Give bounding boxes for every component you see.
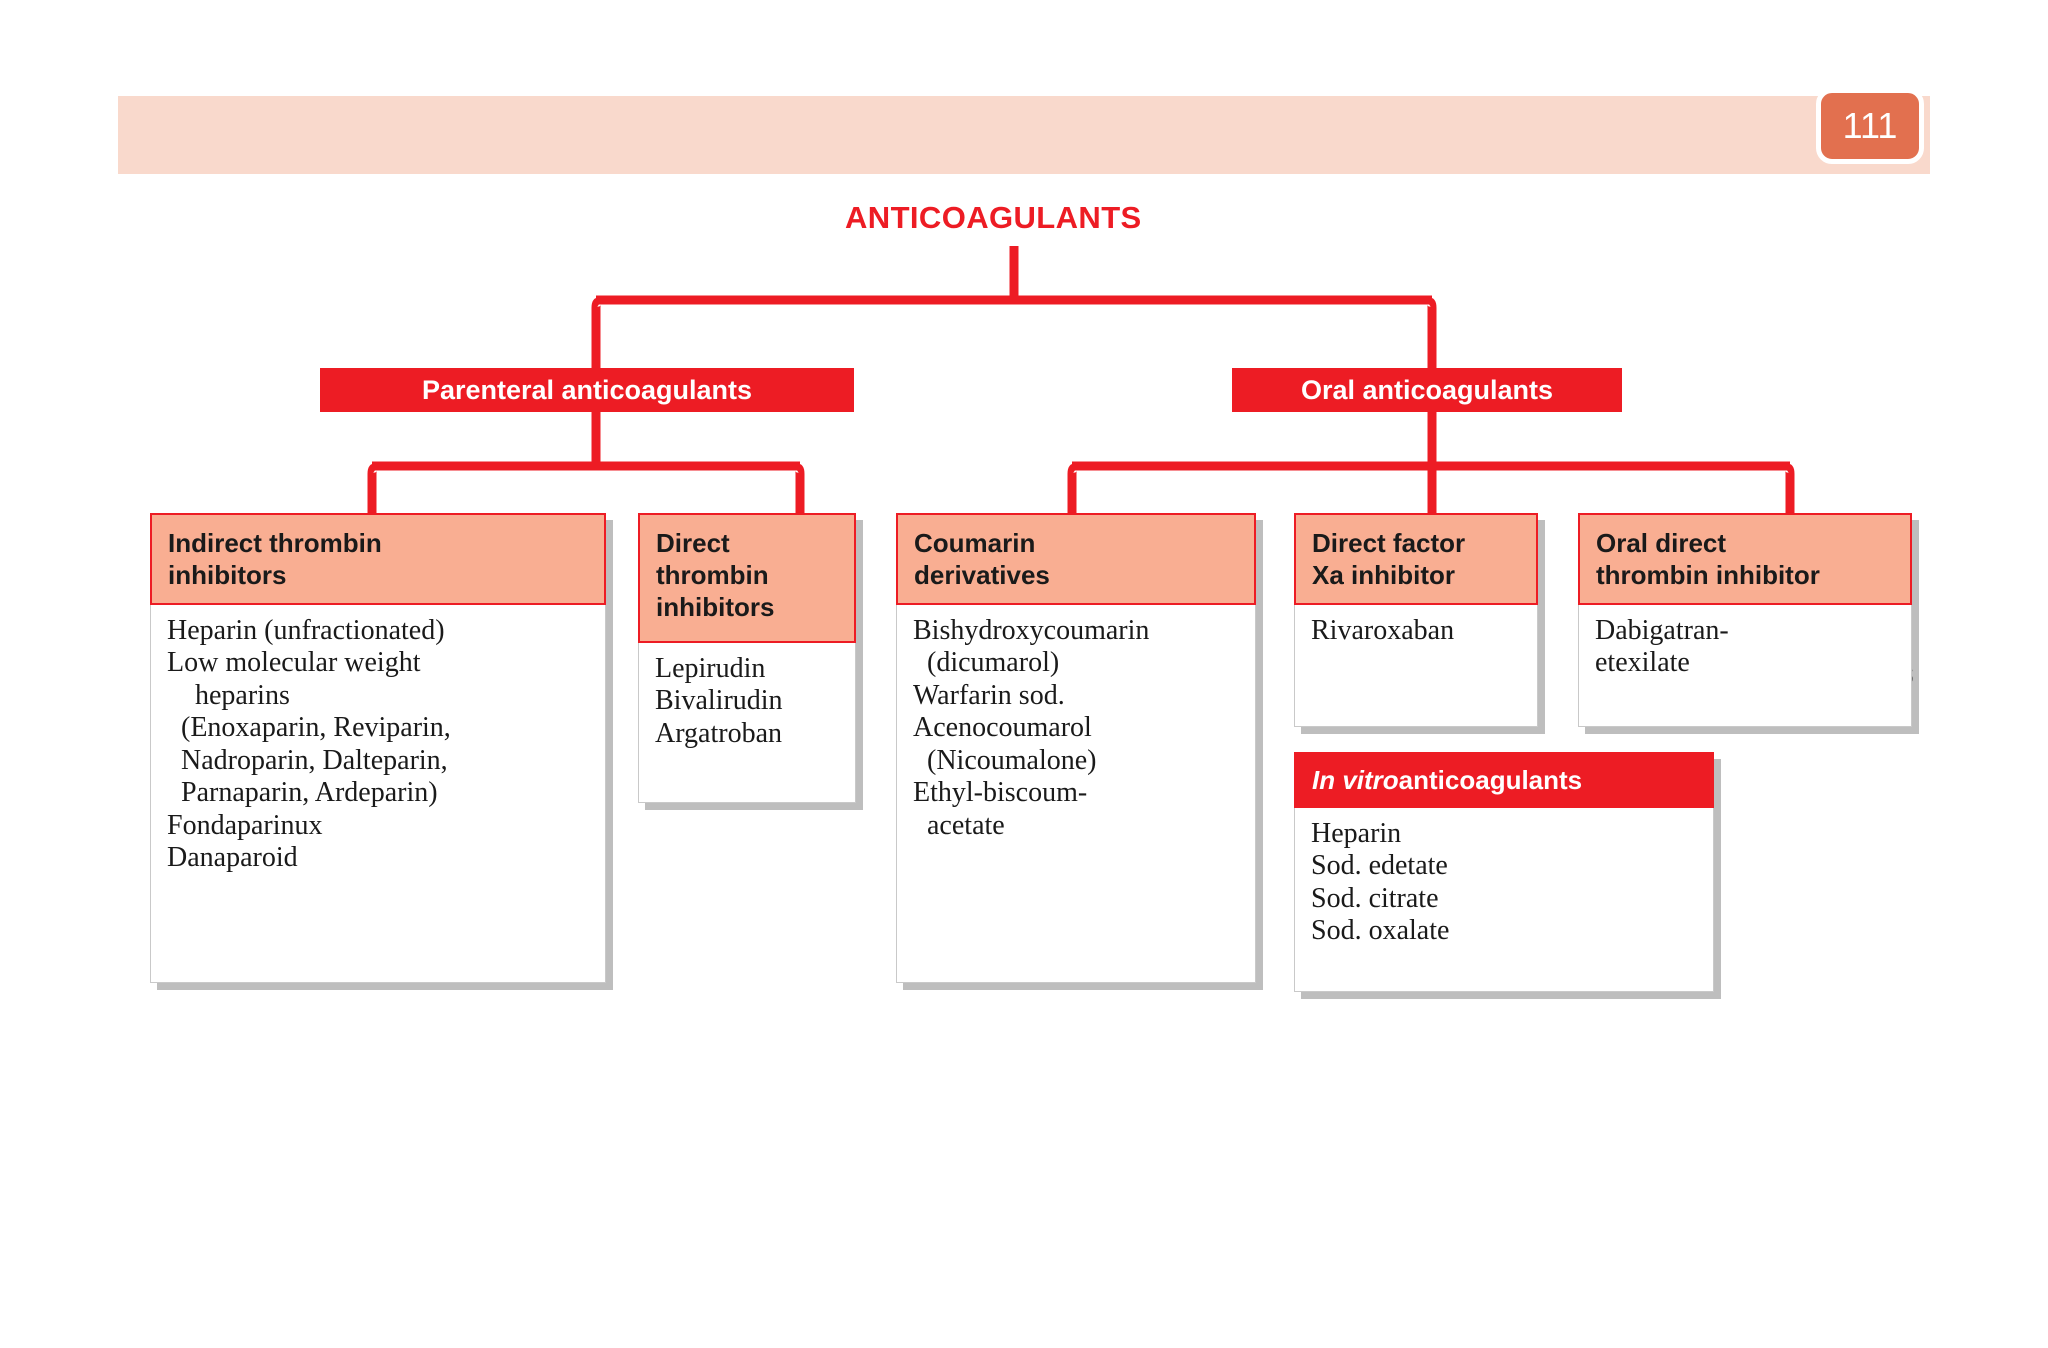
list-item: Bishydroxycoumarin	[913, 615, 1150, 646]
card-title-indirect-thrombin-inhibitors: Indirect thrombin inhibitors	[150, 513, 606, 605]
list-item: Heparin	[1311, 818, 1402, 849]
root-node-anticoagulants: ANTICOAGULANTS	[845, 200, 1142, 235]
card-title-in-vitro-anticoagulants: In vitro anticoagulants	[1294, 752, 1714, 808]
list-item: Parnaparin, Ardeparin)	[167, 777, 438, 809]
list-item: Danaparoid	[167, 842, 298, 874]
card-oral-direct-thrombin-inhibitor[interactable]: Oral direct thrombin inhibitor Dabigatra…	[1578, 513, 1912, 727]
branch-parenteral-anticoagulants[interactable]: Parenteral anticoagulants	[320, 368, 854, 412]
card-list-direct-thrombin-inhibitors: Lepirudin Bivalirudin Argatroban	[638, 643, 856, 803]
list-item: Lepirudin	[655, 653, 766, 684]
page-number-badge: 111	[1816, 88, 1924, 164]
list-item: Fondaparinux	[167, 809, 323, 841]
card-title-oral-direct-thrombin-inhibitor: Oral direct thrombin inhibitor	[1578, 513, 1912, 605]
list-item: Nadroparin, Dalteparin,	[167, 744, 448, 776]
list-item: Bivalirudin	[655, 685, 783, 717]
card-list-indirect-thrombin-inhibitors: Heparin (unfractionated) Low molecular w…	[150, 605, 606, 983]
list-item: Sod. citrate	[1311, 882, 1439, 914]
list-item: acetate	[913, 809, 1005, 841]
card-list-coumarin-derivatives: Bishydroxycoumarin (dicumarol) Warfarin …	[896, 605, 1256, 983]
in-vitro-italic-label: In vitro	[1312, 764, 1399, 795]
card-direct-thrombin-inhibitors[interactable]: Direct thrombin inhibitors Lepirudin Biv…	[638, 513, 856, 803]
list-item: Sod. oxalate	[1311, 915, 1450, 947]
list-item: (Enoxaparin, Reviparin,	[167, 712, 451, 744]
page-header-band	[118, 96, 1930, 174]
card-list-in-vitro-anticoagulants: Heparin Sod. edetate Sod. citrate Sod. o…	[1294, 808, 1714, 992]
list-item: Dabigatran-	[1595, 615, 1729, 646]
card-title-coumarin-derivatives: Coumarin derivatives	[896, 513, 1256, 605]
list-item: Heparin (unfractionated)	[167, 615, 445, 646]
list-item: Warfarin sod.	[913, 679, 1065, 711]
list-item: etexilate	[1595, 647, 1690, 679]
list-item: (dicumarol)	[913, 647, 1060, 679]
list-item: Ethyl-biscoum-	[913, 777, 1088, 809]
card-title-direct-factor-xa-inhibitor: Direct factor Xa inhibitor	[1294, 513, 1538, 605]
card-title-direct-thrombin-inhibitors: Direct thrombin inhibitors	[638, 513, 856, 643]
in-vitro-rest-label: anticoagulants	[1398, 764, 1583, 795]
list-item: Low molecular weight	[167, 647, 421, 679]
card-list-direct-factor-xa-inhibitor: Rivaroxaban	[1294, 605, 1538, 727]
list-item: (Nicoumalone)	[913, 744, 1097, 776]
card-indirect-thrombin-inhibitors[interactable]: Indirect thrombin inhibitors Heparin (un…	[150, 513, 606, 983]
list-item: Acenocoumarol	[913, 712, 1092, 744]
card-direct-factor-xa-inhibitor[interactable]: Direct factor Xa inhibitor Rivaroxaban	[1294, 513, 1538, 727]
list-item: Rivaroxaban	[1311, 615, 1455, 646]
list-item: heparins	[167, 679, 290, 711]
list-item: Sod. edetate	[1311, 850, 1448, 882]
card-coumarin-derivatives[interactable]: Coumarin derivatives Bishydroxycoumarin …	[896, 513, 1256, 983]
branch-oral-anticoagulants[interactable]: Oral anticoagulants	[1232, 368, 1622, 412]
card-in-vitro-anticoagulants[interactable]: In vitro anticoagulants Heparin Sod. ede…	[1294, 752, 1714, 992]
list-item: Argatroban	[655, 717, 782, 749]
card-list-oral-direct-thrombin-inhibitor: Dabigatran- etexilate	[1578, 605, 1912, 727]
